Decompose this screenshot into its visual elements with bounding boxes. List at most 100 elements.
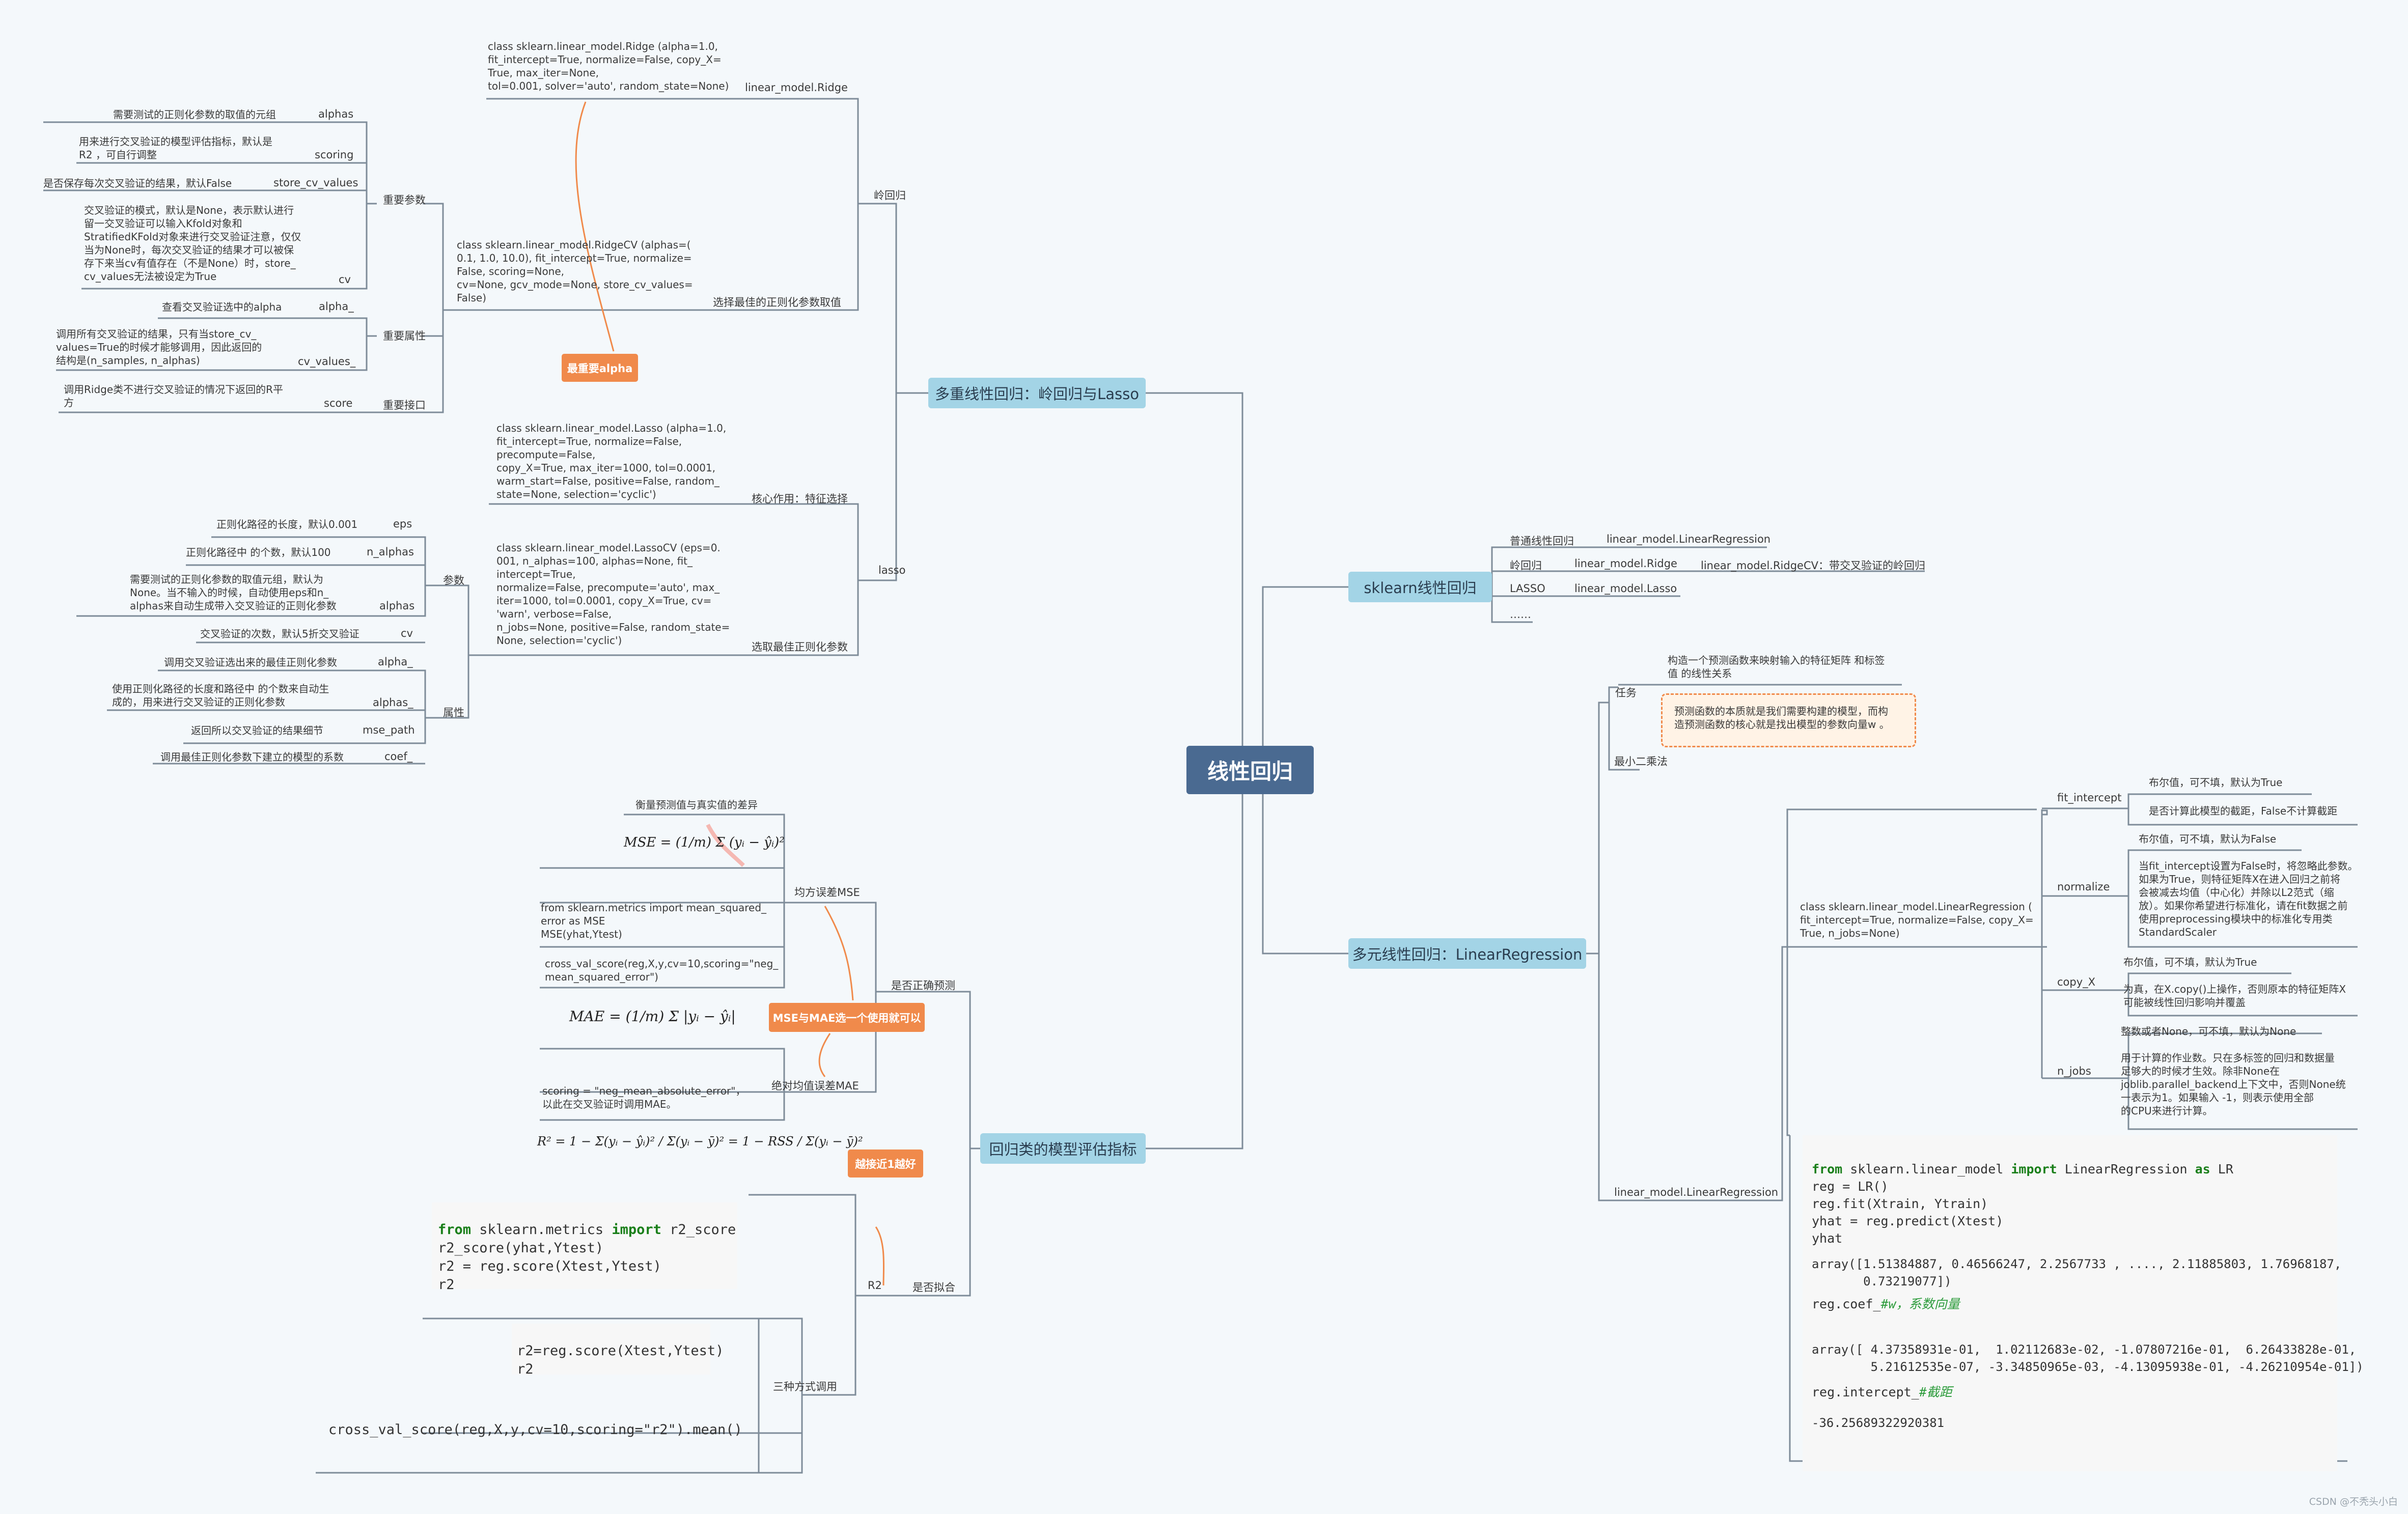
ridge-class-text: class sklearn.linear_model.Ridge (alpha=… — [488, 40, 729, 92]
r2-code-2: r2=reg.score(Xtest,Ytest) r2 — [517, 1324, 724, 1379]
lr-normalize[interactable]: normalize — [2057, 881, 2110, 893]
lr-code1-line2: reg = LR() — [1812, 1179, 1889, 1194]
r2-code-box-2 — [512, 1324, 710, 1375]
lr-task-desc: 构造一个预测函数来映射输入的特征矩阵 和标签 值 的线性关系 — [1668, 654, 1885, 680]
mse-import: from sklearn.metrics import mean_squared… — [541, 902, 767, 940]
ridge-cvvalues-desc: 调用所有交叉验证的结果，只有当store_cv_ values=True的时候才… — [56, 328, 262, 367]
lr-nm-1: 布尔值，可不填，默认为False — [2139, 833, 2277, 845]
mae-label[interactable]: 绝对均值误差MAE — [771, 1080, 859, 1092]
main-node-ridge-lasso[interactable]: 多重线性回归：岭回归与Lasso — [928, 378, 1146, 408]
lassocv-label[interactable]: 选取最佳正则化参数 — [752, 641, 848, 653]
lr-code2-text: reg.coef_ — [1812, 1297, 1881, 1311]
lr-code3-text: reg.intercept_ — [1812, 1385, 1919, 1399]
ridge-class-label[interactable]: linear_model.Ridge — [745, 81, 848, 94]
metrics-fit[interactable]: 是否拟合 — [912, 1281, 955, 1294]
lr-code2-comment: #w，系数向量 — [1880, 1297, 1960, 1311]
sk-ridge-cls[interactable]: linear_model.Ridge — [1574, 557, 1677, 570]
lr-cx-2: 为真，在X.copy()上操作，否则原本的特征矩阵X 可能被线性回归影响并覆盖 — [2123, 983, 2346, 1008]
lasso-coef-desc: 调用最佳正则化参数下建立的模型的系数 — [160, 751, 344, 763]
r2-code-box-1 — [432, 1202, 737, 1289]
lr-task[interactable]: 任务 — [1615, 687, 1637, 699]
sk-more[interactable]: …… — [1510, 608, 1531, 621]
lr-cx-1: 布尔值，可不填，默认为True — [2123, 956, 2257, 968]
ridge-cv-values-attr[interactable]: cv_values_ — [298, 355, 356, 368]
ridge-alphas-desc: 需要测试的正则化参数的取值的元组 — [113, 108, 276, 121]
lr-code-2: reg.coef_#w，系数向量 — [1812, 1296, 1960, 1313]
sk-lasso[interactable]: LASSO — [1510, 582, 1545, 595]
metrics-correct[interactable]: 是否正确预测 — [891, 979, 955, 992]
r2-code1-line2: r2_score(yhat,Ytest) — [438, 1240, 604, 1256]
sk-ols-cls[interactable]: linear_model.LinearRegression — [1607, 533, 1771, 545]
ridge-alpha-attr[interactable]: alpha_ — [319, 300, 354, 313]
lr-api[interactable]: linear_model.LinearRegression — [1614, 1186, 1779, 1198]
lasso-branch-label[interactable]: lasso — [878, 564, 906, 576]
r2-code1-line1: from sklearn.metrics import r2_score — [438, 1222, 736, 1238]
lr-copy-x[interactable]: copy_X — [2057, 976, 2096, 988]
ridge-score[interactable]: score — [324, 397, 353, 409]
ridgecv-label[interactable]: 选择最佳的正则化参数取值 — [713, 296, 841, 309]
mae-formula: MAE = (1/m) Σ |yᵢ − ŷᵢ| — [569, 1008, 736, 1025]
lr-code1-line1: from sklearn.linear_model import LinearR… — [1812, 1162, 2233, 1176]
lr-n-jobs[interactable]: n_jobs — [2057, 1065, 2091, 1077]
lr-code-3: reg.intercept_#截距 — [1812, 1384, 1952, 1401]
lassocv-class-text: class sklearn.linear_model.LassoCV (eps=… — [496, 542, 730, 647]
sk-ridge-cv[interactable]: linear_model.RidgeCV：带交叉验证的岭回归 — [1701, 559, 1925, 572]
r2-three-ways[interactable]: 三种方式调用 — [773, 1381, 837, 1393]
lasso-alphas-attr[interactable]: alphas_ — [373, 696, 413, 709]
lasso-n-alphas[interactable]: n_alphas — [367, 546, 414, 558]
lr-code-1: from sklearn.linear_model import LinearR… — [1812, 1143, 2233, 1247]
lasso-eps[interactable]: eps — [393, 518, 412, 530]
r2-label[interactable]: R2 — [868, 1279, 882, 1292]
lr-out-3: -36.25689322920381 — [1812, 1416, 1945, 1430]
ridge-cv[interactable]: cv — [339, 273, 351, 286]
ridge-cv-desc: 交叉验证的模式，默认是None，表示默认进行 留一交叉验证可以输入Kfold对象… — [84, 204, 301, 283]
r2-code1-line4: r2 — [438, 1277, 455, 1293]
ridge-store-cv-values[interactable]: store_cv_values — [273, 177, 358, 189]
watermark: CSDN @不秃头小白 — [2309, 1496, 2398, 1507]
lr-essence: 预测函数的本质就是我们需要构建的模型，而构 造预测函数的核心就是找出模型的参数向… — [1674, 705, 1890, 731]
lasso-mse-path[interactable]: mse_path — [363, 724, 415, 736]
main-node-linear-regression[interactable]: 多元线性回归：LinearRegression — [1348, 938, 1586, 969]
lasso-alphas[interactable]: alphas — [379, 600, 415, 612]
r2-code1-line3: r2 = reg.score(Xtest,Ytest) — [438, 1258, 661, 1274]
ridge-branch-label[interactable]: 岭回归 — [874, 189, 906, 202]
ridge-important-params[interactable]: 重要参数 — [383, 194, 426, 206]
ridge-scoring-desc: 用来进行交叉验证的模型评估指标，默认是 R2 ，可自行调整 — [79, 135, 272, 161]
sk-lasso-cls[interactable]: linear_model.Lasso — [1574, 582, 1677, 595]
ridge-alphas[interactable]: alphas — [318, 108, 354, 120]
main-node-metrics[interactable]: 回归类的模型评估指标 — [980, 1133, 1146, 1164]
ridge-score-desc: 调用Ridge类不进行交叉验证的情况下返回的R平 方 — [64, 383, 284, 409]
sk-ols[interactable]: 普通线性回归 — [1510, 535, 1574, 547]
lasso-core-label[interactable]: 核心作用：特征选择 — [752, 493, 848, 505]
main-node-sklearn[interactable]: sklearn线性回归 — [1348, 572, 1492, 602]
lr-nj-1: 整数或者None，可不填，默认为None — [2121, 1025, 2296, 1038]
lasso-coef[interactable]: coef_ — [384, 750, 413, 763]
ridge-alpha-desc: 查看交叉验证选中的alpha — [162, 301, 282, 313]
kw-from-2: from — [438, 1222, 472, 1238]
lasso-cv[interactable]: cv — [401, 627, 413, 639]
note-r2[interactable]: 越接近1越好 — [848, 1149, 923, 1177]
kw-from: from — [1812, 1162, 1843, 1176]
lasso-attrs[interactable]: 属性 — [443, 707, 464, 719]
lr-class-def: class sklearn.linear_model.LinearRegress… — [1800, 901, 2034, 939]
note-mse-mae[interactable]: MSE与MAE选一个使用就可以 — [769, 1003, 925, 1032]
note-alpha[interactable]: 最重要alpha — [562, 354, 638, 382]
lr-lsq[interactable]: 最小二乘法 — [1614, 755, 1668, 768]
lasso-eps-desc: 正则化路径的长度，默认0.001 — [216, 518, 358, 530]
sk-ridge[interactable]: 岭回归 — [1510, 559, 1542, 572]
lr-code1-line5: yhat — [1812, 1231, 1843, 1246]
lr-essence-box — [1661, 693, 1916, 747]
lr-code-box — [1803, 1135, 2337, 1471]
ridge-important-api[interactable]: 重要接口 — [383, 399, 426, 411]
mse-label[interactable]: 均方误差MSE — [794, 886, 860, 899]
lr-fit-intercept[interactable]: fit_intercept — [2057, 792, 2122, 804]
lasso-alpha-attr[interactable]: alpha_ — [378, 656, 413, 668]
ridge-important-attrs[interactable]: 重要属性 — [383, 330, 426, 342]
root-node[interactable]: 线性回归 — [1186, 746, 1314, 794]
ridge-scoring[interactable]: scoring — [315, 149, 354, 161]
mse-cv: cross_val_score(reg,X,y,cv=10,scoring="n… — [545, 958, 779, 983]
kw-as: as — [2195, 1162, 2210, 1176]
lr-code1-line3: reg.fit(Xtrain, Ytrain) — [1812, 1196, 1988, 1211]
mse-formula: MSE = (1/m) Σ (yᵢ − ŷᵢ)² — [624, 835, 785, 850]
lasso-params[interactable]: 参数 — [443, 574, 464, 586]
